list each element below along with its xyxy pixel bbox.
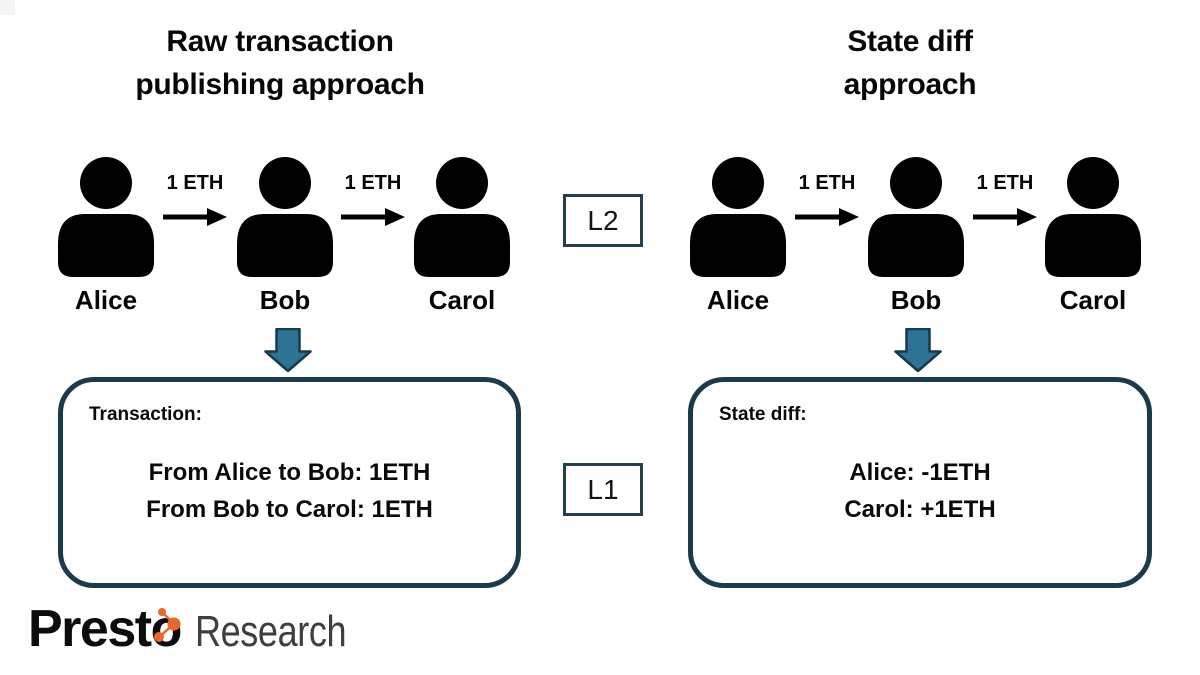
transaction-box-lines: From Alice to Bob: 1ETH From Bob to Caro… <box>63 454 516 528</box>
l1-layer-box: L1 <box>563 463 643 516</box>
right-title-line1: State diff <box>847 25 973 58</box>
transaction-box-heading: Transaction: <box>89 404 202 425</box>
left-title-line1: Raw transaction <box>166 25 394 58</box>
left-panel-title: Raw transaction publishing approach <box>80 20 480 106</box>
transfer-bob-carol-right: 1 ETH <box>973 172 1037 226</box>
person-icon <box>237 157 333 277</box>
l1-label: L1 <box>587 473 619 505</box>
eth-amount-label: 1 ETH <box>798 172 856 194</box>
actor-bob-right: Bob <box>868 157 964 316</box>
transfer-bob-carol-left: 1 ETH <box>341 172 405 226</box>
person-icon <box>690 157 786 277</box>
molecule-dots-icon <box>154 608 181 642</box>
actor-name: Bob <box>259 285 311 315</box>
actor-name: Alice <box>706 285 770 315</box>
actor-alice-right: Alice <box>690 157 786 316</box>
actor-alice-left: Alice <box>58 157 154 316</box>
transfer-alice-bob-right: 1 ETH <box>795 172 859 226</box>
eth-amount-label: 1 ETH <box>976 172 1034 194</box>
right-arrow-icon <box>163 208 227 226</box>
transaction-line: From Alice to Bob: 1ETH <box>148 459 431 486</box>
eth-amount-label: 1 ETH <box>166 172 224 194</box>
person-icon <box>58 157 154 277</box>
actor-name: Carol <box>1059 285 1127 315</box>
actor-carol-right: Carol <box>1045 157 1141 316</box>
transaction-data-box: Transaction: From Alice to Bob: 1ETH Fro… <box>58 377 521 588</box>
corner-artifact <box>0 0 15 15</box>
presto-research-logo: Presto Research <box>28 603 379 655</box>
l2-layer-box: L2 <box>563 194 643 247</box>
person-icon <box>414 157 510 277</box>
actor-name: Bob <box>890 285 942 315</box>
right-panel-title: State diff approach <box>710 20 1110 106</box>
logo-brand-word: Presto <box>28 600 182 658</box>
actor-name: Carol <box>428 285 496 315</box>
right-arrow-icon <box>341 208 405 226</box>
actor-bob-left: Bob <box>237 157 333 316</box>
person-icon <box>1045 157 1141 277</box>
actor-carol-left: Carol <box>414 157 510 316</box>
transaction-line: From Bob to Carol: 1ETH <box>146 496 433 523</box>
down-block-arrow-left <box>264 328 312 372</box>
l2-label: L2 <box>587 204 619 236</box>
state-diff-box-heading: State diff: <box>719 404 807 425</box>
state-diff-line: Alice: -1ETH <box>849 459 991 486</box>
state-diff-box-lines: Alice: -1ETH Carol: +1ETH <box>693 454 1147 528</box>
left-title-line2: publishing approach <box>135 68 425 101</box>
right-title-line2: approach <box>843 68 977 101</box>
down-block-arrow-right <box>894 328 942 372</box>
right-arrow-icon <box>973 208 1037 226</box>
eth-amount-label: 1 ETH <box>344 172 402 194</box>
logo-suffix-text: Research <box>194 607 347 656</box>
actor-name: Alice <box>74 285 138 315</box>
right-arrow-icon <box>795 208 859 226</box>
logo-brand-text: Presto <box>28 600 182 658</box>
state-diff-line: Carol: +1ETH <box>844 496 996 523</box>
state-diff-data-box: State diff: Alice: -1ETH Carol: +1ETH <box>688 377 1152 588</box>
person-icon <box>868 157 964 277</box>
transfer-alice-bob-left: 1 ETH <box>163 172 227 226</box>
